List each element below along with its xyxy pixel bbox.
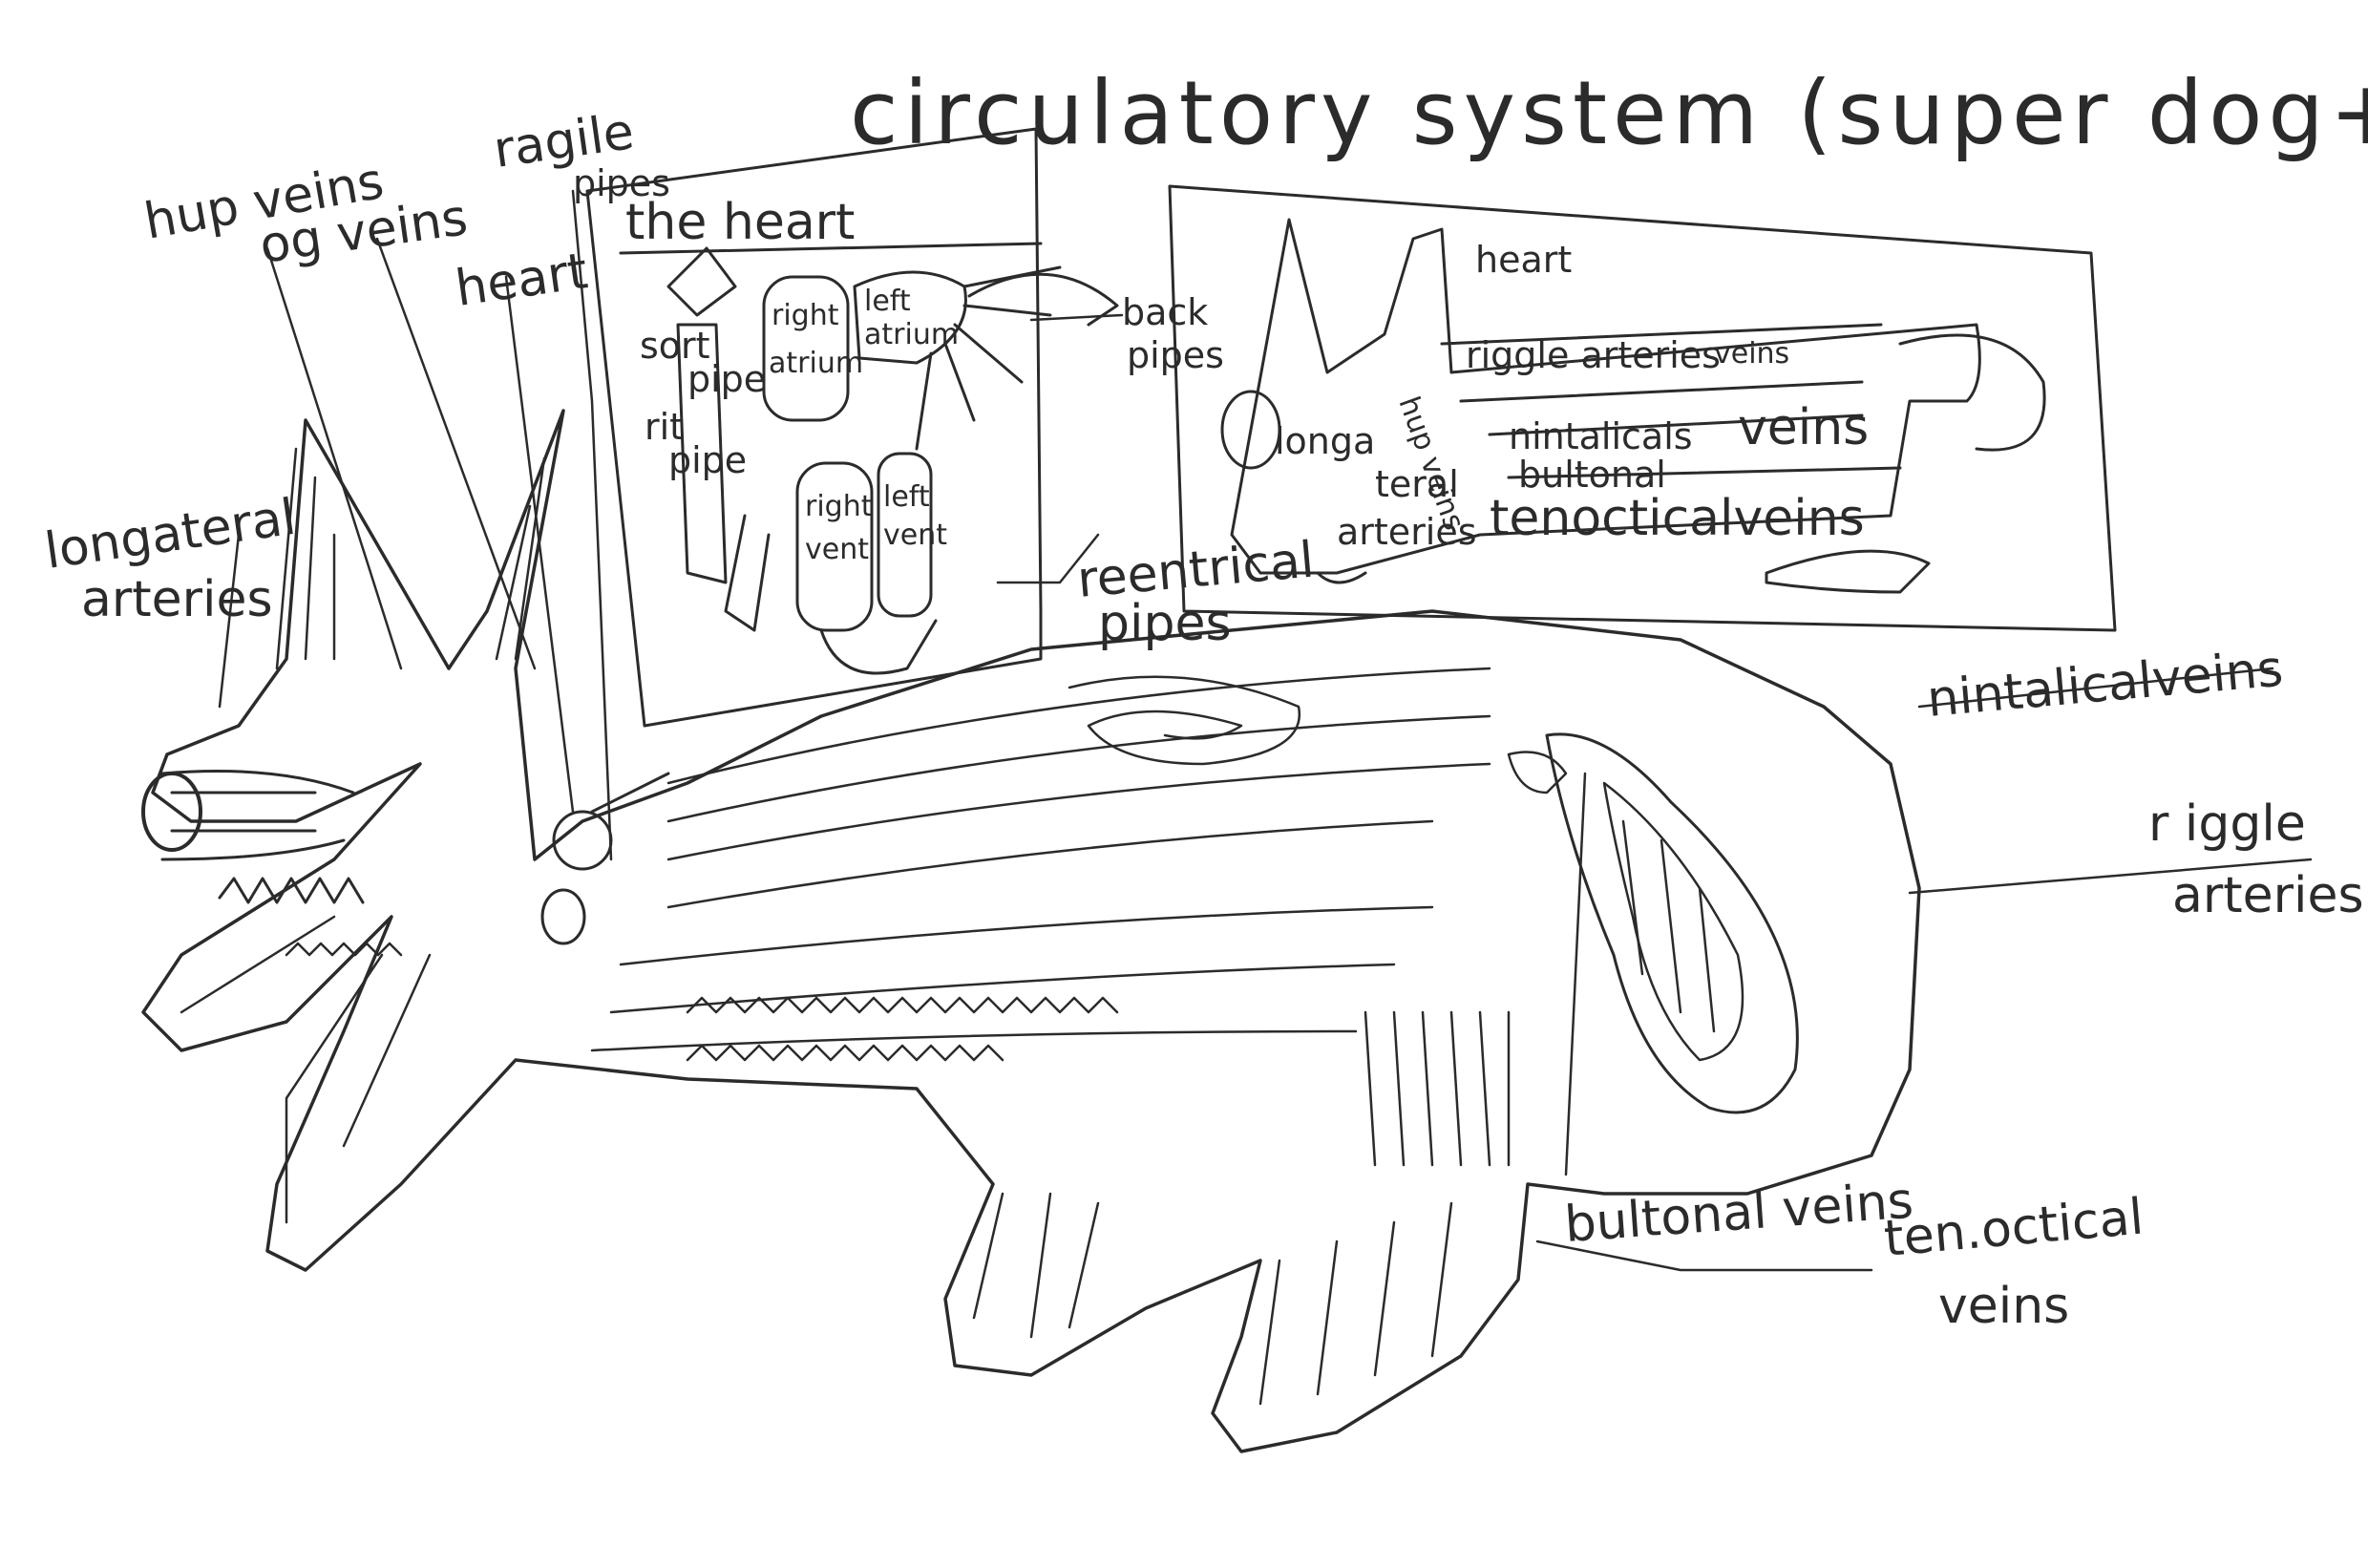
left-atrium-label-2: atrium [864,318,959,351]
mini-veins-small-label: veins [1714,337,1789,371]
right-ventricle-label-2: vent [805,533,869,566]
tenoctical-veins-label-2: veins [1938,1278,2069,1335]
tenoctical-veins-label: ten.octical [1882,1188,2146,1267]
mini-veins-big-label: veins [1738,399,1869,456]
right-ventricle [795,461,874,632]
riggle-arteries-label-2: arteries [2172,867,2364,924]
longateral-arteries-label-2: arteries [81,571,273,628]
heart-box-title: the heart [625,194,855,251]
heart-detail-box: the heart right atrium left atrium right… [585,127,1224,728]
rit-pipe-label: rit [645,406,684,448]
mini-nintalicals-label: nintalicals [1509,415,1693,457]
left-atrium-label: left [864,285,911,318]
right-atrium-label-2: atrium [769,347,863,380]
leader-lines [218,189,2313,1272]
left-ventricle [877,452,933,618]
right-atrium [762,275,850,422]
left-ventricle-label-2: vent [883,519,947,552]
rit-pipe-label-2: pipe [668,439,747,481]
mini-teral-label: teral [1375,463,1459,505]
mini-riggle-arteries-label: riggle arteries [1466,334,1721,376]
mini-arteries-label: arteries [1337,511,1477,553]
super-dog-body [141,409,1921,1453]
reentrical-pipes-label-2: pipes [1098,595,1232,652]
mini-dog-box: heart riggle arteries veins longa teral … [1168,184,2117,632]
dog-nose [141,772,202,852]
sort-pipe-label: sort [640,325,710,367]
left-ventricle-label: left [883,480,930,514]
mini-heart-label: heart [1475,239,1572,281]
page-title: circulatory system (super dog+) [850,62,2368,164]
heart-label: heart [452,243,591,318]
mini-longa-label: longa [1275,420,1375,462]
bultonal-veins-label: bultonal veins [1563,1173,1915,1254]
ragile-pipes-label-2: pipes [573,162,670,204]
mini-dog-eye [1220,390,1281,470]
sort-pipe-label-2: pipe [687,358,766,400]
longateral-arteries-label: longateral [41,489,299,581]
mini-bultonal-label: bultonal [1518,454,1666,496]
riggle-arteries-label: r iggle [2148,795,2306,853]
nintalical-veins-label: nintalicalveins [1925,641,2285,729]
right-ventricle-label: right [805,490,873,523]
back-pipes-label: back [1122,291,1208,333]
mini-tenoctical-label: tenocticalveins [1490,490,1865,547]
right-atrium-label: right [772,299,839,332]
